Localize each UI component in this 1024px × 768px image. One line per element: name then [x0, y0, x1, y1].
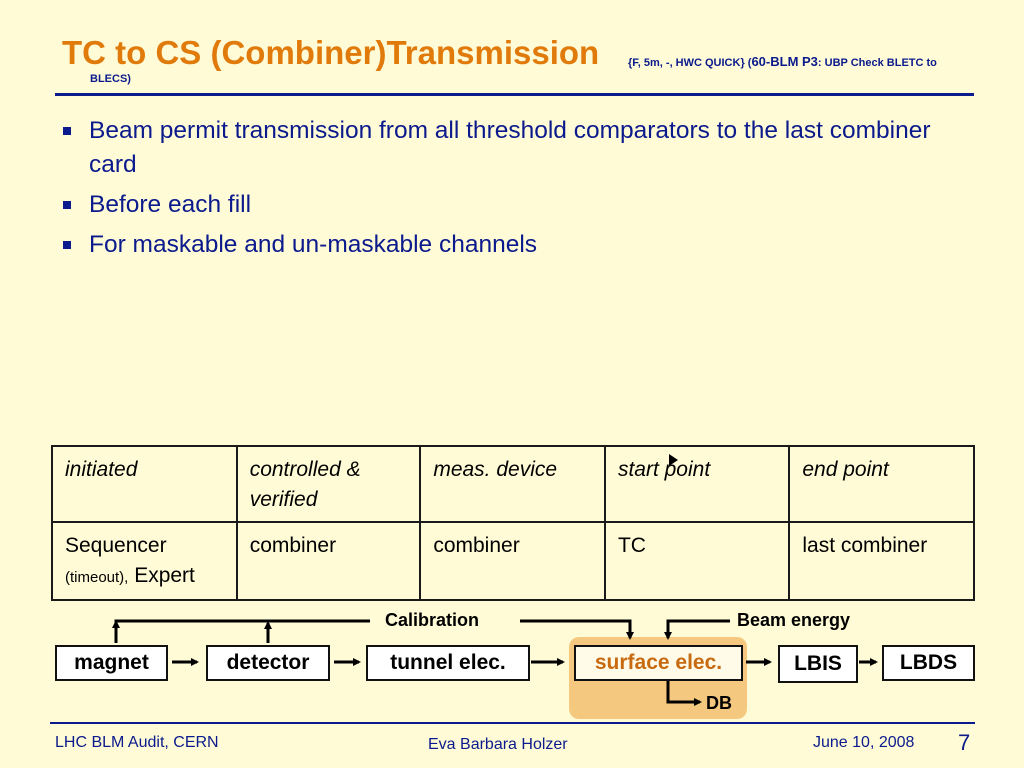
arrow-beam-energy-surface: [664, 619, 730, 640]
footer-author: Eva Barbara Holzer: [428, 736, 568, 753]
title-annotation: {F, 5m, -, HWC QUICK} (60-BLM P3: UBP Ch…: [628, 54, 937, 69]
box-tunnel-elec: tunnel elec.: [366, 645, 530, 681]
cell-device: combiner: [419, 521, 606, 601]
bullet-square-icon: [63, 127, 71, 135]
box-lbds: LBDS: [882, 645, 975, 681]
header-start-point: start point: [603, 445, 791, 523]
cell-initiated-main: Sequencer: [65, 534, 167, 557]
bullet-list: Beam permit transmission from all thresh…: [60, 114, 960, 268]
arrow-surface-db: [666, 681, 702, 706]
bullet-square-icon: [63, 201, 71, 209]
page-number: 7: [958, 730, 971, 755]
footer-date: June 10, 2008: [813, 734, 915, 751]
header-controlled-verified: controlled & verified: [235, 445, 422, 523]
cell-initiated: Sequencer (timeout), Expert: [51, 521, 238, 601]
box-surface-elec: surface elec.: [574, 645, 743, 681]
header-end-point: end point: [788, 445, 975, 523]
header-meas-device: meas. device: [419, 445, 606, 523]
arrow-calibration-surface: [520, 619, 634, 640]
cell-start: TC: [603, 521, 791, 601]
title-annotation-part-3: : UBP Check BLETC to: [817, 57, 937, 69]
bullet-text: Before each fill: [89, 191, 252, 218]
pointer-arrow-icon: [669, 454, 678, 466]
title-divider: [55, 93, 974, 96]
title-annotation-part-2: 60-BLM P3: [751, 54, 818, 69]
cell-initiated-tail: Expert: [128, 564, 195, 587]
slide-title: TC to CS (Combiner)Transmission: [62, 34, 600, 71]
test-info-table: initiated controlled & verified meas. de…: [51, 445, 975, 601]
box-lbis: LBIS: [778, 645, 858, 683]
label-db: DB: [706, 693, 732, 713]
box-detector: detector: [206, 645, 330, 681]
cell-end: last combiner: [788, 521, 975, 601]
bullet-square-icon: [63, 241, 71, 249]
title-annotation-line2: BLECS): [90, 73, 131, 85]
cell-controlled: combiner: [235, 521, 422, 601]
header-initiated: initiated: [51, 445, 238, 523]
table-row: Sequencer (timeout), Expert combiner comb…: [51, 521, 975, 601]
bullet-item: Before each fill: [60, 188, 960, 222]
bullet-item: Beam permit transmission from all thresh…: [60, 114, 960, 182]
footer-divider: [50, 722, 975, 724]
title-annotation-part-1: {F, 5m, -, HWC QUICK} (: [628, 57, 752, 69]
cell-initiated-small: (timeout),: [65, 569, 129, 586]
table-header-row: initiated controlled & verified meas. de…: [51, 445, 975, 523]
label-calibration: Calibration: [385, 610, 480, 630]
bullet-text: For maskable and un-maskable channels: [89, 231, 538, 258]
box-magnet: magnet: [55, 645, 168, 681]
bullet-text: Beam permit transmission from all thresh…: [89, 117, 931, 178]
label-beam-energy: Beam energy: [737, 610, 851, 630]
footer-left: LHC BLM Audit, CERN: [55, 734, 219, 751]
bullet-item: For maskable and un-maskable channels: [60, 228, 960, 262]
